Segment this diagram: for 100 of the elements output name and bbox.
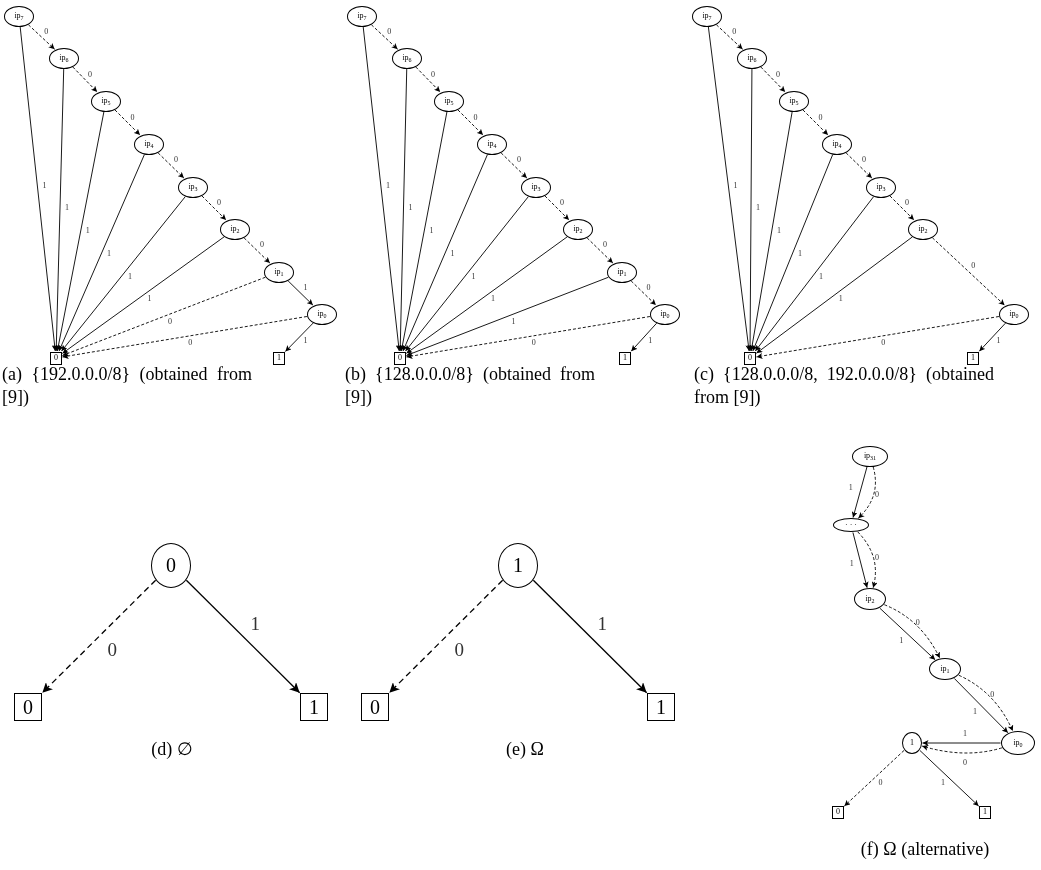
edge-label: 0 bbox=[732, 27, 737, 36]
edge-label: 1 bbox=[838, 295, 843, 304]
ellipse-node: ip$_{2}$ bbox=[908, 218, 938, 240]
edge-label: 0 bbox=[130, 113, 135, 122]
ellipse-node: ip$_{3}$ bbox=[866, 176, 896, 198]
edge-label: 0 bbox=[259, 241, 264, 250]
edge-label: 1 bbox=[429, 226, 434, 235]
ellipse-node: ip$_{1}$ bbox=[264, 261, 294, 283]
ellipse-node: ip$_{2}$ bbox=[220, 218, 250, 240]
terminal-box: 1 bbox=[300, 693, 328, 721]
ellipse-node: ip$_{0}$ bbox=[999, 303, 1029, 325]
edge-label: 0 bbox=[173, 156, 178, 165]
edge-label: 0 bbox=[990, 691, 995, 700]
edge-label: 1 bbox=[996, 336, 1001, 345]
edge-label: 1 bbox=[849, 560, 854, 569]
edge-label: 0 bbox=[107, 639, 117, 659]
arrow bbox=[41, 579, 157, 694]
edge-label: 1 bbox=[450, 249, 455, 258]
ellipse-node: ip$_{2}$ bbox=[563, 218, 593, 240]
terminal-box: 1 bbox=[647, 693, 675, 721]
terminal-box: 0 bbox=[394, 351, 406, 365]
edge-label: 0 bbox=[878, 779, 883, 788]
ellipse-node: ip$_{31}$ bbox=[852, 445, 888, 467]
edge-label: 0 bbox=[963, 759, 967, 767]
edge-label: 1 bbox=[106, 249, 111, 258]
edge-label: 0 bbox=[387, 27, 392, 36]
edge-label: 0 bbox=[531, 338, 536, 347]
edge-label: 1 bbox=[963, 730, 967, 738]
terminal-box: 0 bbox=[14, 693, 42, 721]
edge-label: 1 bbox=[491, 295, 496, 304]
figure-caption: (f) Ω (alternative) bbox=[859, 838, 991, 861]
ellipse-node: ip$_{1}$ bbox=[607, 261, 637, 283]
edge-label: 1 bbox=[899, 636, 904, 645]
ellipse-node: · · · bbox=[833, 518, 869, 532]
edge-label: 1 bbox=[756, 204, 760, 213]
edge-label: 0 bbox=[168, 317, 172, 326]
edge-label: 1 bbox=[733, 182, 738, 191]
ellipse-node: ip$_{7}$ bbox=[4, 5, 34, 27]
ellipse-node: ip$_{1}$ bbox=[929, 658, 961, 680]
ellipse-node: ip$_{4}$ bbox=[134, 133, 164, 155]
ellipse-node: ip$_{5}$ bbox=[434, 90, 464, 112]
ellipse-node: ip$_{3}$ bbox=[178, 176, 208, 198]
circle-node: 0 bbox=[151, 542, 191, 588]
ellipse-node: ip$_{5}$ bbox=[91, 90, 121, 112]
ellipse-node: ip$_{4}$ bbox=[822, 133, 852, 155]
circle-node: 1 bbox=[498, 542, 538, 588]
ellipse-node: ip$_{5}$ bbox=[779, 90, 809, 112]
edge-label: 0 bbox=[602, 241, 607, 250]
terminal-box: 0 bbox=[361, 693, 389, 721]
edge-label: 0 bbox=[454, 639, 464, 659]
ellipse-node: ip$_{6}$ bbox=[737, 47, 767, 69]
edge-label: 0 bbox=[216, 199, 221, 208]
edge-label: 0 bbox=[861, 156, 866, 165]
edge-label: 1 bbox=[127, 272, 132, 281]
arrow bbox=[532, 579, 648, 694]
edge-label: 0 bbox=[431, 70, 435, 79]
ellipse-node: ip$_{6}$ bbox=[49, 47, 79, 69]
edge-label: 1 bbox=[798, 249, 802, 258]
figure-caption: (b) {128.0.0.0/8} (obtained from [9]) bbox=[345, 363, 595, 408]
edge-label: 0 bbox=[88, 70, 92, 79]
edge-label: 0 bbox=[818, 113, 823, 122]
edge-label: 1 bbox=[471, 272, 476, 281]
edge-label: 0 bbox=[44, 27, 49, 36]
terminal-box: 0 bbox=[832, 805, 844, 819]
edge-label: 1 bbox=[250, 613, 260, 633]
edge-label: 1 bbox=[848, 483, 853, 492]
terminal-box: 1 bbox=[619, 351, 631, 365]
edge-label: 1 bbox=[303, 284, 308, 292]
edge-label: 1 bbox=[65, 204, 69, 213]
figure-caption: (e) Ω bbox=[505, 738, 545, 761]
edge-label: 1 bbox=[42, 182, 47, 191]
edge-label: 0 bbox=[971, 262, 976, 271]
ellipse-node: ip$_{4}$ bbox=[477, 133, 507, 155]
edge-label: 0 bbox=[516, 156, 521, 165]
figure-caption: (c) {128.0.0.0/8, 192.0.0.0/8} (obtained from [9]) bbox=[694, 363, 994, 408]
edge-label: 1 bbox=[408, 204, 413, 213]
edge-label: 1 bbox=[597, 613, 607, 633]
edge-label: 0 bbox=[904, 199, 909, 208]
ellipse-node: ip$_{7}$ bbox=[692, 5, 722, 27]
terminal-box: 0 bbox=[50, 351, 62, 365]
edge-label: 1 bbox=[511, 317, 516, 326]
ellipse-node: ip$_{0}$ bbox=[650, 303, 680, 325]
figure-caption: (d) ∅ bbox=[150, 738, 194, 761]
ellipse-node: ip$_{3}$ bbox=[521, 176, 551, 198]
ellipse-node: ip$_{7}$ bbox=[347, 5, 377, 27]
edge-label: 1 bbox=[147, 295, 152, 304]
edge-label: 1 bbox=[385, 182, 390, 191]
ellipse-node: ip$_{6}$ bbox=[392, 47, 422, 69]
edge-label: 1 bbox=[85, 226, 90, 235]
arrow bbox=[388, 579, 504, 694]
edge-label: 1 bbox=[819, 272, 824, 281]
edge-label: 0 bbox=[776, 70, 780, 79]
terminal-box: 1 bbox=[979, 805, 991, 819]
edge-label: 0 bbox=[646, 284, 651, 292]
ellipse-node: ip$_{0}$ bbox=[1001, 731, 1035, 755]
ellipse-node: ip$_{2}$ bbox=[854, 588, 886, 610]
edge-label: 0 bbox=[915, 619, 920, 628]
edge-label: 0 bbox=[874, 491, 879, 499]
edge-label: 1 bbox=[973, 708, 978, 717]
edge-label: 0 bbox=[874, 553, 879, 562]
